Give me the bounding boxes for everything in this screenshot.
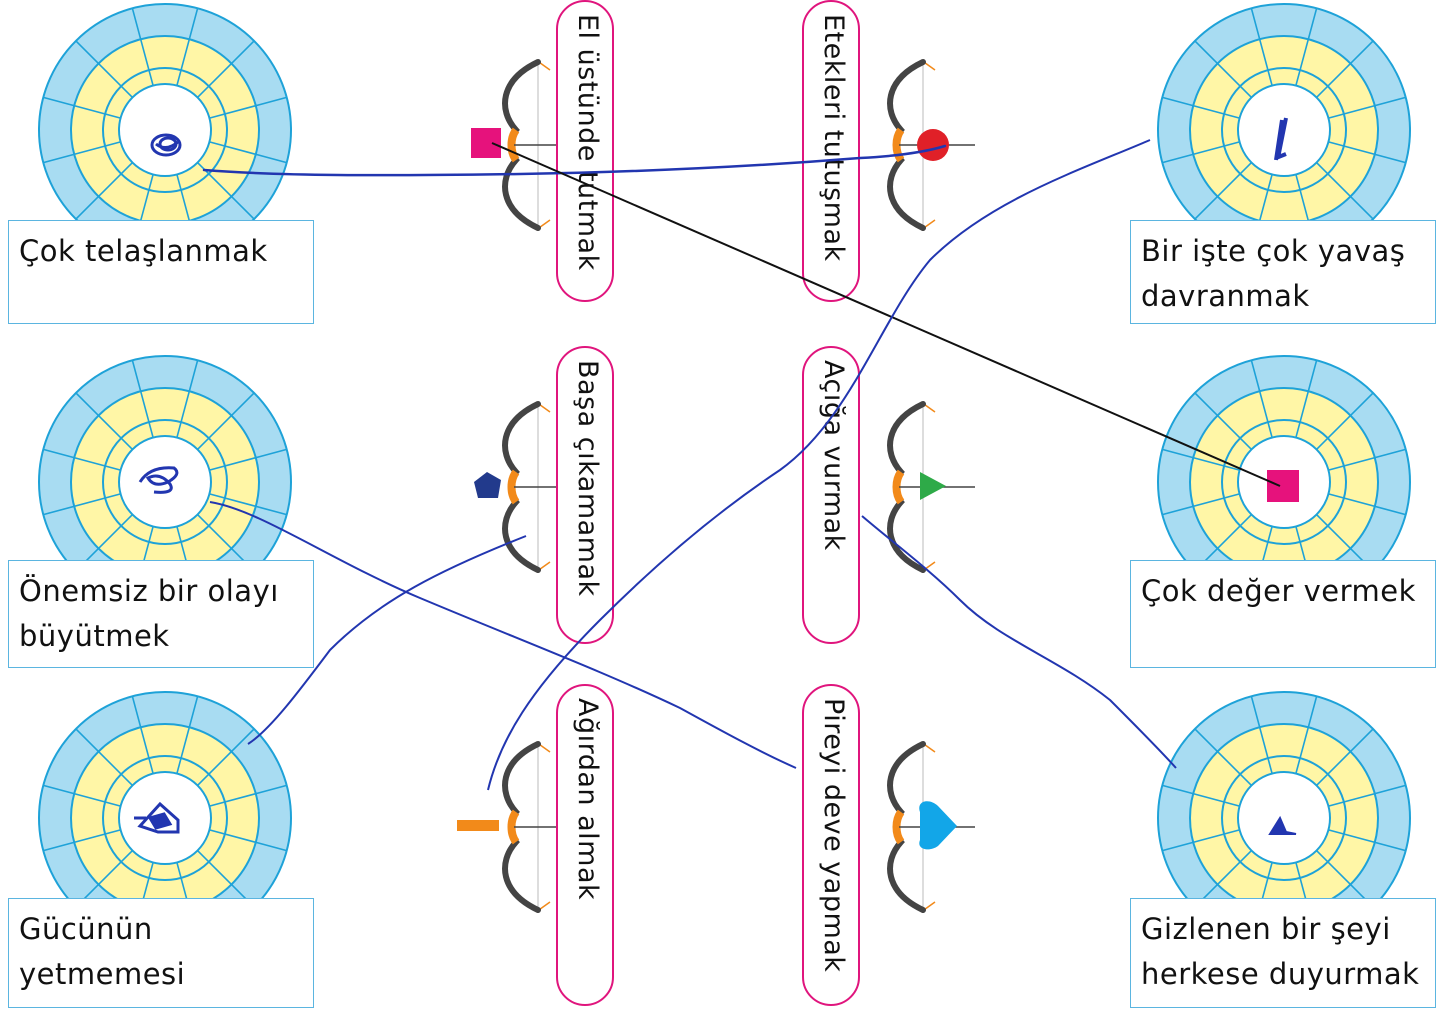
definition-text: Gücünün yetmemesi bbox=[19, 912, 186, 991]
ring-divider bbox=[75, 161, 134, 220]
idiom-text: Başa çıkamamak bbox=[572, 360, 603, 597]
ring-divider bbox=[1295, 696, 1318, 774]
idiom-text: Etekleri tutuşmak bbox=[818, 14, 849, 262]
ring-divider bbox=[1328, 96, 1406, 119]
bow-5 bbox=[887, 401, 975, 573]
bullseye bbox=[1237, 435, 1331, 529]
bow-4 bbox=[887, 59, 975, 231]
ring-divider bbox=[176, 8, 199, 86]
ring-divider bbox=[196, 849, 255, 908]
ring-divider bbox=[75, 728, 134, 787]
ring-divider bbox=[75, 392, 134, 451]
idiom-text: Açığa vurmak bbox=[818, 360, 849, 551]
ring-divider bbox=[43, 141, 121, 164]
bow-grip bbox=[892, 809, 905, 845]
ring-divider bbox=[131, 8, 154, 86]
bullseye bbox=[118, 83, 212, 177]
ring-divider bbox=[43, 493, 121, 516]
definition-box-2: Önemsiz bir olayı büyütmek bbox=[8, 560, 314, 668]
ring-divider bbox=[209, 784, 287, 807]
ring-divider bbox=[75, 40, 134, 99]
ring-divider bbox=[176, 360, 199, 438]
bow-grip bbox=[507, 809, 520, 845]
ring-divider bbox=[1295, 360, 1318, 438]
idiom-pill-2[interactable]: Başa çıkamamak bbox=[556, 346, 614, 644]
definition-text: Bir işte çok yavaş davranmak bbox=[1141, 234, 1406, 313]
ring-divider bbox=[1315, 161, 1374, 220]
idiom-pill-1[interactable]: El üstünde tutmak bbox=[556, 0, 614, 302]
ring-divider bbox=[1162, 829, 1240, 852]
ring-divider bbox=[1194, 728, 1253, 787]
ring-divider bbox=[176, 696, 199, 774]
ring-divider bbox=[196, 392, 255, 451]
bullseye bbox=[118, 435, 212, 529]
ring-divider bbox=[43, 829, 121, 852]
ring-divider bbox=[209, 96, 287, 119]
idiom-pill-4[interactable]: Etekleri tutuşmak bbox=[802, 0, 860, 302]
ring-divider bbox=[43, 784, 121, 807]
ring-divider bbox=[131, 360, 154, 438]
definition-box-4: Bir işte çok yavaş davranmak bbox=[1130, 220, 1436, 324]
bullseye bbox=[1237, 771, 1331, 865]
definition-text: Çok değer vermek bbox=[1141, 574, 1416, 608]
ring-divider bbox=[196, 40, 255, 99]
definition-text: Gizlenen bir şeyi herkese duyurmak bbox=[1141, 912, 1420, 991]
definition-box-6: Gizlenen bir şeyi herkese duyurmak bbox=[1130, 898, 1436, 1008]
ring-divider bbox=[1315, 40, 1374, 99]
idiom-text: Pireyi deve yapmak bbox=[818, 698, 849, 973]
definition-box-1: Çok telaşlanmak bbox=[8, 220, 314, 324]
ring-divider bbox=[1250, 696, 1273, 774]
ring-divider bbox=[1162, 493, 1240, 516]
ring-divider bbox=[1328, 493, 1406, 516]
ring-divider bbox=[1315, 728, 1374, 787]
ring-divider bbox=[1315, 392, 1374, 451]
definition-box-5: Çok değer vermek bbox=[1130, 560, 1436, 668]
ring-divider bbox=[1328, 141, 1406, 164]
idiom-pill-5[interactable]: Açığa vurmak bbox=[802, 346, 860, 644]
idiom-pill-6[interactable]: Pireyi deve yapmak bbox=[802, 684, 860, 1006]
definition-text: Önemsiz bir olayı büyütmek bbox=[19, 574, 279, 653]
ring-divider bbox=[43, 448, 121, 471]
bullseye bbox=[118, 771, 212, 865]
idiom-text: El üstünde tutmak bbox=[572, 14, 603, 271]
bow-6 bbox=[887, 741, 975, 913]
ring-divider bbox=[209, 448, 287, 471]
ring-divider bbox=[1250, 8, 1273, 86]
ring-divider bbox=[131, 696, 154, 774]
idiom-text: Ağırdan almak bbox=[572, 698, 603, 901]
bullseye bbox=[1237, 83, 1331, 177]
idiom-pill-3[interactable]: Ağırdan almak bbox=[556, 684, 614, 1006]
ring-divider bbox=[1162, 96, 1240, 119]
ring-divider bbox=[1194, 40, 1253, 99]
definition-text: Çok telaşlanmak bbox=[19, 234, 268, 268]
ring-divider bbox=[43, 96, 121, 119]
ring-divider bbox=[1194, 849, 1253, 908]
target-1[interactable] bbox=[37, 2, 293, 258]
ring-divider bbox=[1328, 829, 1406, 852]
ring-divider bbox=[75, 849, 134, 908]
ring-divider bbox=[1328, 448, 1406, 471]
ring-divider bbox=[1328, 784, 1406, 807]
ring-divider bbox=[1295, 8, 1318, 86]
ring-divider bbox=[209, 829, 287, 852]
ring-divider bbox=[1315, 849, 1374, 908]
ring-divider bbox=[1162, 784, 1240, 807]
definition-box-3: Gücünün yetmemesi bbox=[8, 898, 314, 1008]
